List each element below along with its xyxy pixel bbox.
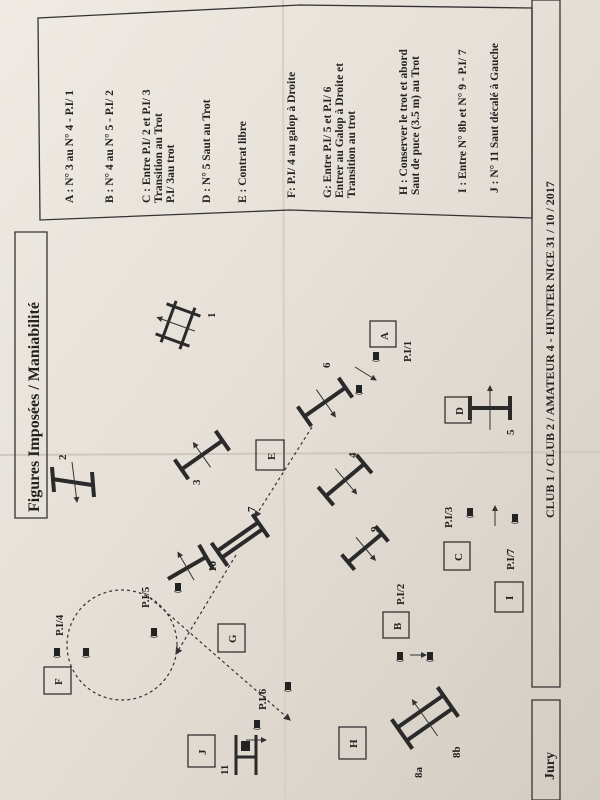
- svg-text:G: G: [227, 634, 239, 643]
- circle-track-f: [66, 589, 178, 701]
- legend-g-3: Transition au trot: [346, 111, 358, 198]
- zone-j: J: [187, 734, 216, 768]
- fence-10-number: 10: [207, 561, 219, 573]
- legend-box: A : N° 3 au N° 4 - P.I/ 1 B : N° 4 au N°…: [37, 4, 533, 221]
- track-7-to-circle: [175, 554, 237, 656]
- direction-arrow: [354, 366, 377, 381]
- legend-a: A : N° 3 au N° 4 - P.I/ 1: [64, 90, 76, 203]
- legend-c-2: Transition au Trot: [153, 113, 165, 203]
- fence-5-number: 5: [505, 429, 517, 435]
- zone-d: D: [444, 396, 472, 424]
- fence-6-number: 6: [321, 362, 333, 368]
- fence-1-number: 1: [206, 313, 218, 319]
- paper-fold: [282, 0, 286, 800]
- fence-10: [166, 543, 215, 581]
- svg-text:A: A: [379, 332, 391, 340]
- zone-c: C: [443, 541, 471, 571]
- fence-3: [172, 429, 232, 481]
- svg-text:H: H: [348, 739, 360, 748]
- svg-text:D: D: [454, 407, 466, 415]
- legend-j: J : N° 11 Saut décalé à Gauche: [489, 43, 501, 193]
- paper-fold: [0, 451, 600, 456]
- fence-4: [316, 453, 374, 507]
- svg-text:J: J: [197, 749, 209, 755]
- fence-7: [209, 513, 271, 567]
- legend-g-1: G: Entre P.I/ 5 et P.I/ 6: [322, 86, 334, 198]
- footer-text: CLUB 1 / CLUB 2 / AMATEUR 4 - HUNTER NIC…: [543, 181, 557, 518]
- point-3-label: P.I/3: [443, 506, 455, 528]
- legend-e: E : Contrat libre: [237, 121, 249, 203]
- point-7-label: P.I/7: [505, 548, 517, 570]
- svg-text:I: I: [504, 596, 516, 600]
- legend-f: F: P.I/ 4 au galop à Droite: [286, 72, 298, 198]
- jury-box: Jury: [531, 699, 561, 800]
- fence-1: [155, 300, 201, 350]
- point-5-label: P.I/5: [140, 586, 152, 608]
- legend-c-3: P.I/ 3au trot: [165, 144, 177, 203]
- title-box: Figures Imposées / Maniabilité: [14, 231, 48, 519]
- fence-4-number: 4: [347, 452, 359, 458]
- fence-6: [295, 376, 355, 428]
- page-title: Figures Imposées / Maniabilité: [26, 302, 43, 512]
- legend-h-2: Saut de puce (3.5 m) au Trot: [410, 56, 422, 195]
- zone-f: F: [43, 666, 72, 695]
- fence-2: [50, 461, 96, 503]
- legend-b: B : N° 4 au N° 5 - P.I/ 2: [104, 90, 116, 203]
- zone-a: A: [369, 320, 397, 348]
- fence-11-number: 11: [219, 765, 231, 775]
- svg-text:F: F: [53, 678, 65, 685]
- point-2-label: P.I/2: [395, 583, 407, 605]
- zone-i: I: [494, 581, 524, 613]
- point-4-label: P.I/4: [54, 614, 66, 636]
- zone-g: G: [217, 623, 246, 653]
- fence-9: [340, 524, 390, 572]
- legend-g-2: Entrer au Galop à Droite et: [334, 63, 346, 198]
- fence-8: [390, 686, 460, 750]
- jury-label: Jury: [543, 752, 558, 780]
- point-6-label: P.I/6: [257, 688, 269, 710]
- fence-8a-number: 8a: [413, 767, 425, 779]
- zone-h: H: [338, 726, 367, 760]
- fence-8b-number: 8b: [451, 746, 463, 758]
- fence-2-number: 2: [57, 454, 69, 460]
- track-g-diagonal: [149, 597, 291, 721]
- legend-c-1: C : Entre P.I/ 2 et P.I/ 3: [141, 89, 153, 203]
- zone-e: E: [255, 439, 285, 471]
- point-1-label: P.I/1: [402, 341, 414, 362]
- svg-text:B: B: [392, 622, 404, 630]
- fence-9-number: 9: [369, 526, 381, 532]
- legend-i: I : Entre N° 8b et N° 9 - P.I/ 7: [457, 49, 469, 193]
- fence-11: [234, 735, 267, 775]
- svg-text:E: E: [266, 453, 278, 460]
- svg-text:C: C: [453, 553, 465, 561]
- fence-5: [468, 385, 512, 430]
- zone-b: B: [382, 611, 410, 639]
- fence-3-number: 3: [191, 479, 203, 485]
- fence-7-number: 7: [246, 506, 258, 512]
- legend-d: D : N° 5 Saut au Trot: [201, 99, 213, 203]
- footer-band: CLUB 1 / CLUB 2 / AMATEUR 4 - HUNTER NIC…: [531, 0, 561, 688]
- legend-h-1: H : Conserver le trot et abord: [398, 49, 410, 195]
